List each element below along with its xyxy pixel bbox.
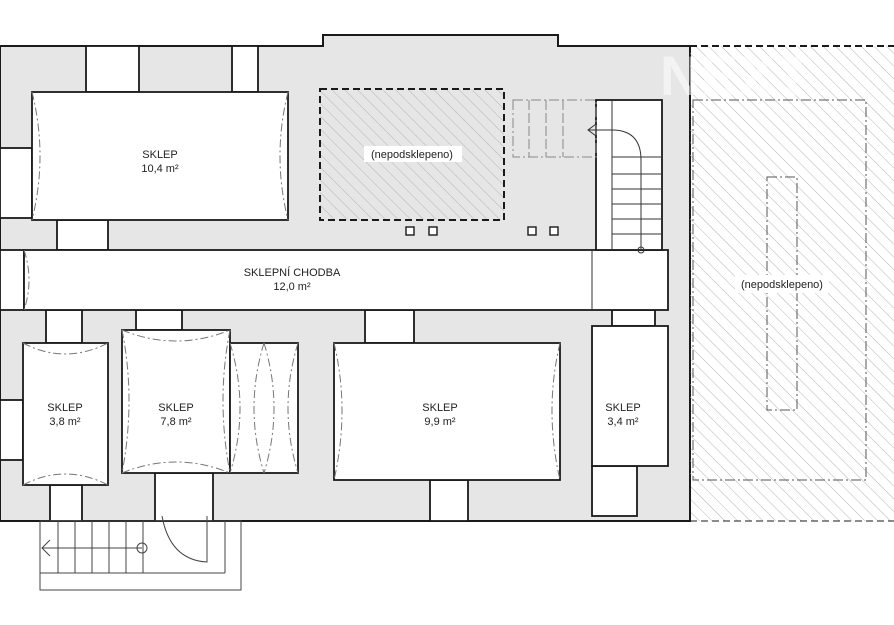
room-area: 7,8 m² <box>160 416 192 428</box>
room-area: 3,4 m² <box>607 416 639 428</box>
window-niche <box>429 479 469 522</box>
room-label: SKLEP <box>422 402 457 414</box>
doorway <box>135 309 183 331</box>
unexcavated-label-right: (nepodsklepeno) <box>741 279 823 291</box>
doorway <box>45 309 83 344</box>
stair-landing <box>591 465 638 517</box>
staircase-exterior <box>39 515 242 591</box>
room-label: SKLEP <box>47 402 82 414</box>
room-label: SKLEP <box>158 402 193 414</box>
window-niche <box>85 45 140 93</box>
room-area: 3,8 m² <box>49 416 81 428</box>
doorway <box>154 472 214 522</box>
room-area: 10,4 m² <box>141 163 179 175</box>
doorway <box>49 484 83 522</box>
staircase-interior <box>512 99 662 310</box>
window-niche <box>0 147 33 219</box>
room-label: SKLEP <box>605 402 640 414</box>
room-corridor <box>23 249 669 311</box>
room-area: 9,9 m² <box>424 416 456 428</box>
room-sklep-1 <box>31 91 289 221</box>
doorway <box>611 309 656 327</box>
unexcavated-label-inner: (nepodsklepeno) <box>371 149 453 161</box>
room-sklep-4 <box>333 342 561 481</box>
room-sklep-5 <box>591 325 669 467</box>
doorway <box>56 219 109 251</box>
unexcavated-area-right: (nepodsklepeno) <box>689 45 894 522</box>
window-niche <box>0 249 25 311</box>
watermark-logo: NEXT <box>660 44 809 107</box>
room-label: SKLEP <box>142 149 177 161</box>
staircase-well <box>595 99 663 251</box>
room-label: SKLEPNÍ CHODBA <box>244 266 341 279</box>
room-area: 12,0 m² <box>273 281 311 293</box>
unexcavated-area-inner: (nepodsklepeno) <box>319 88 505 221</box>
window-niche <box>0 399 24 461</box>
window-niche <box>231 45 259 93</box>
doorway <box>364 309 415 344</box>
room-sklep-2 <box>22 342 109 486</box>
